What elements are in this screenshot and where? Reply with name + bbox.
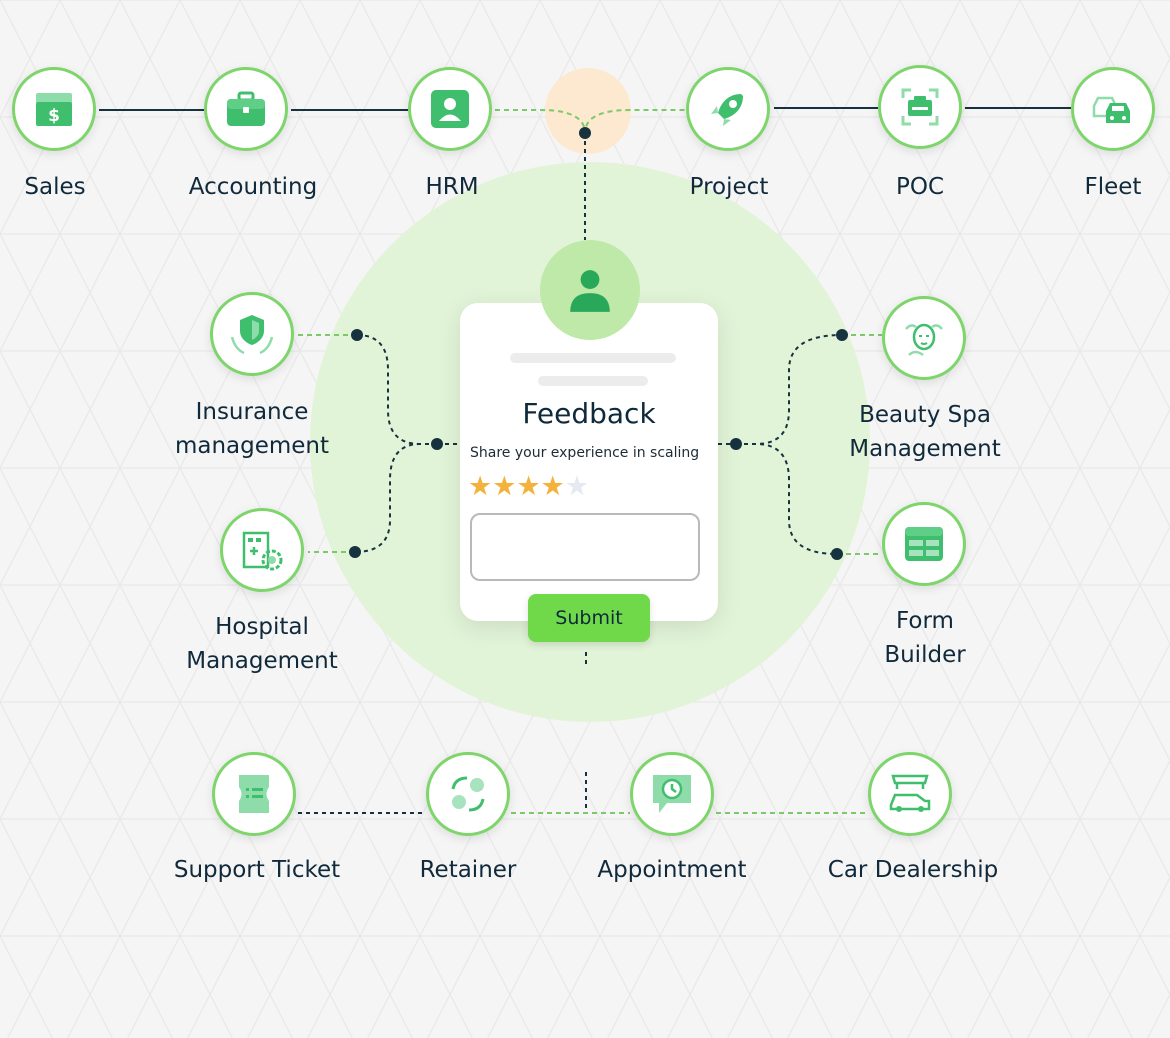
poc-node[interactable] [878,65,962,149]
hrm-label: HRM [425,174,479,200]
beauty-spa-node[interactable] [882,296,966,380]
submit-button[interactable]: Submit [528,594,650,642]
feedback-title: Feedback [522,397,656,430]
sales-label: Sales [24,174,86,200]
rocket-icon [711,94,743,126]
project-label: Project [689,174,769,200]
star-icon[interactable]: ★ [492,471,517,502]
accounting-label: Accounting [188,174,318,200]
insurance-label-line1: Insurance [195,399,309,425]
feedback-subtitle: Share your experience in scaling [470,445,700,461]
form-builder-label-line2: Builder [884,642,966,668]
insurance-label: Insurance management [160,395,344,463]
support-ticket-label: Support Ticket [173,857,341,883]
hospital-label: Hospital Management [170,610,354,678]
appointment-node[interactable] [630,752,714,836]
clock-chat-icon [653,775,691,813]
star-icon[interactable]: ★ [516,471,541,502]
poc-label: POC [895,174,945,200]
star-icon[interactable]: ★ [564,471,590,502]
user-icon [570,270,610,312]
ticket-icon [239,775,269,813]
form-builder-label: Form Builder [860,604,990,672]
retainer-node[interactable] [426,752,510,836]
fleet-node[interactable] [1071,67,1155,151]
svg-text:$: $ [48,106,60,126]
shield-hands-icon [230,315,274,355]
form-builder-label-line1: Form [896,608,954,634]
id-badge-icon [431,90,469,128]
beauty-spa-label: Beauty Spa Management [830,398,1020,466]
cars-icon [1092,96,1130,123]
hospital-node[interactable] [220,508,304,592]
placeholder-bar [538,376,648,386]
hospital-label-line2: Management [186,648,338,674]
project-node[interactable] [686,67,770,151]
insurance-node[interactable] [210,292,294,376]
money-box-icon: $ [36,93,72,126]
form-table-icon [905,527,943,561]
scan-frame-icon [901,88,939,126]
car-shop-icon [889,774,931,812]
beauty-spa-label-line2: Management [849,436,1001,462]
star-rating[interactable]: ★★★★★ [468,471,589,502]
fleet-label: Fleet [1084,174,1142,200]
hospital-gear-icon [242,531,283,571]
appointment-label: Appointment [597,857,747,883]
accounting-node[interactable] [204,67,288,151]
hospital-label-line1: Hospital [215,614,309,640]
feedback-card: Feedback Share your experience in scalin… [460,303,718,621]
star-icon[interactable]: ★ [540,471,565,502]
face-massage-icon [905,323,943,357]
insurance-label-line2: management [174,433,330,459]
star-icon[interactable]: ★ [468,471,493,502]
feedback-textarea[interactable] [470,513,700,581]
placeholder-bar [510,353,676,363]
sales-node[interactable]: $ [12,67,96,151]
support-ticket-node[interactable] [212,752,296,836]
car-dealership-node[interactable] [868,752,952,836]
car-dealership-label: Car Dealership [827,857,999,883]
avatar [540,240,640,340]
retainer-label: Retainer [419,857,517,883]
briefcase-icon [227,91,265,126]
hrm-node[interactable] [408,67,492,151]
beauty-spa-label-line1: Beauty Spa [859,402,991,428]
cycle-icon [451,776,485,812]
form-builder-node[interactable] [882,502,966,586]
